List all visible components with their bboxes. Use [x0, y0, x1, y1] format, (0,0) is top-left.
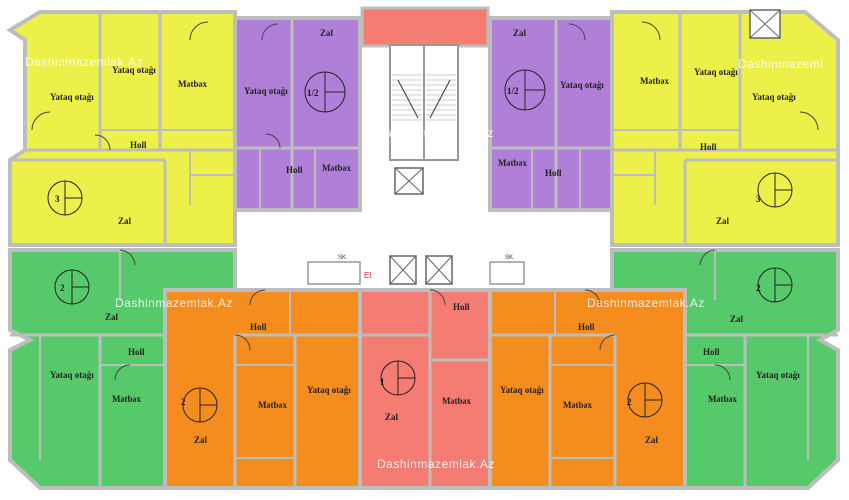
- room-label-holl: Holl: [578, 322, 595, 332]
- room-label-holl: Holl: [130, 140, 147, 150]
- apartment-number-yellow-left: 3: [55, 194, 60, 204]
- yellow-left-outline: [6, 10, 237, 247]
- room-label-yataq: Yataq otağı: [560, 80, 604, 90]
- apartment-green-left: 2 Zal Holl Yataq otağı Mətbəx: [8, 248, 237, 490]
- apartment-number-green-left: 2: [60, 283, 65, 293]
- room-label-metbex: Mətbəx: [258, 400, 287, 410]
- room-label-metbex: Mətbəx: [322, 163, 351, 173]
- room-label-holl: Holl: [128, 347, 145, 357]
- apartment-orange-left: 2 Holl Mətbəx Yataq otağı Zal: [163, 288, 362, 490]
- room-label-metbex: Mətbəx: [640, 76, 669, 86]
- watermark: Dashinmazeml: [738, 57, 823, 71]
- apartment-number-purple-left: 1/2: [307, 88, 319, 98]
- room-label-yataq: Yataq otağı: [756, 370, 800, 380]
- apartment-purple-left: 1/2 Zal Yataq otağı Holl Mətbəx: [233, 16, 362, 212]
- apartment-number-purple-right: 1/2: [507, 86, 519, 96]
- apartment-number-yellow-right: 3: [756, 194, 761, 204]
- room-label-metbex: Mətbəx: [563, 400, 592, 410]
- apartment-yellow-right: 3 Mətbəx Yataq otağı Yataq otağı Holl Za…: [610, 9, 840, 247]
- label-el: El: [364, 271, 371, 280]
- room-label-yataq: Yataq otağı: [50, 92, 94, 102]
- room-label-yataq: Yataq otağı: [500, 385, 544, 395]
- room-label-holl: Holl: [545, 168, 562, 178]
- room-label-zal: Zal: [730, 314, 744, 324]
- apartment-number-orange-left: 2: [181, 397, 186, 407]
- room-label-yataq: Yataq otağı: [307, 385, 351, 395]
- room-label-zal: Zal: [645, 435, 659, 445]
- room-label-holl: Holl: [703, 347, 720, 357]
- apartment-purple-right: 1/2 Zal Yataq otağı Mətbəx Holl: [488, 16, 614, 212]
- watermark: Dashinmazemlak.Az: [376, 126, 494, 140]
- green-left-outline: [8, 248, 237, 490]
- room-label-metbex: Mətbəx: [178, 79, 207, 89]
- watermark: Dashinmazemlak.Az: [25, 55, 143, 69]
- room-label-zal: Zal: [716, 216, 730, 226]
- purple-left-outline: [233, 16, 362, 212]
- room-label-yataq: Yataq otağı: [50, 370, 94, 380]
- label-sk-right: SK: [505, 255, 513, 261]
- room-label-zal: Zal: [385, 412, 399, 422]
- room-label-holl: Holl: [700, 142, 717, 152]
- apartment-number-green-right: 2: [756, 283, 761, 293]
- watermark: Dashinmazemlak.Az: [377, 457, 495, 471]
- room-label-yataq: Yataq otağı: [244, 86, 288, 96]
- yellow-right-outline: [610, 10, 840, 247]
- salmon-outline: [358, 288, 492, 490]
- room-label-metbex: Mətbəx: [442, 396, 471, 406]
- apartment-orange-right: 2 Holl Yataq otağı Mətbəx Zal: [488, 288, 687, 490]
- room-label-zal: Zal: [320, 28, 334, 38]
- room-label-holl: Holl: [286, 165, 303, 175]
- watermark: Dashinmazemlak.Az: [115, 296, 233, 310]
- room-label-zal: Zal: [194, 435, 208, 445]
- apartment-yellow-left: 3 Yataq otağı Yataq otağı Mətbəx Holl Za…: [6, 10, 237, 247]
- room-label-holl: Holl: [453, 302, 470, 312]
- apartment-number-salmon: 1: [380, 377, 385, 387]
- label-sk-left: SK: [338, 255, 346, 261]
- room-label-zal: Zal: [118, 216, 132, 226]
- room-label-metbex: Mətbəx: [112, 394, 141, 404]
- room-label-metbex: Mətbəx: [498, 158, 527, 168]
- room-label-holl: Holl: [250, 322, 267, 332]
- room-label-zal: Zal: [513, 28, 527, 38]
- room-label-yataq: Yataq otağı: [752, 92, 796, 102]
- building-core: SK SK El: [307, 6, 525, 285]
- purple-right-outline: [488, 16, 614, 212]
- apartment-number-orange-right: 2: [627, 397, 632, 407]
- room-label-yataq: Yataq otağı: [112, 65, 156, 75]
- room-label-metbex: Mətbəx: [708, 394, 737, 404]
- room-label-zal: Zal: [105, 312, 119, 322]
- room-label-yataq: Yataq otağı: [694, 67, 738, 77]
- apartment-salmon: 1 Holl Mətbəx Zal: [358, 288, 492, 490]
- watermark: Dashinmazemlak.Az: [587, 296, 705, 310]
